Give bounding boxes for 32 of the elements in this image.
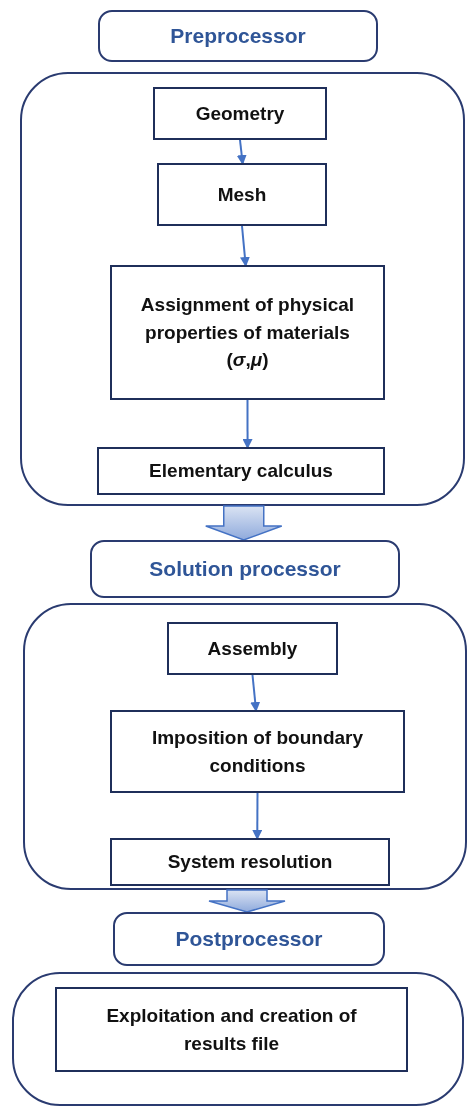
process-box xyxy=(167,622,338,675)
arrow xyxy=(239,225,250,267)
process-box xyxy=(153,87,327,140)
step-label: Elementary calculus xyxy=(149,459,333,484)
step-label: System resolution xyxy=(167,850,333,875)
step-label: Assignment of physical properties of materials (σ,μ) xyxy=(139,293,356,373)
step-label: Assembly xyxy=(207,636,298,661)
block-arrow xyxy=(205,505,283,541)
arrow xyxy=(252,792,263,840)
stage-panel xyxy=(12,972,464,1106)
stage-title: Postprocessor xyxy=(175,925,323,952)
stage-header xyxy=(113,912,385,966)
step-label: Imposition of boundary conditions xyxy=(150,725,365,778)
stage-panel xyxy=(20,72,465,506)
stage-title: Solution processor xyxy=(149,555,341,582)
stage-panel xyxy=(23,603,467,890)
block-arrow xyxy=(208,889,286,913)
arrow xyxy=(250,674,261,712)
process-box xyxy=(157,163,327,226)
process-box xyxy=(55,987,408,1072)
stage-header xyxy=(98,10,378,62)
process-box xyxy=(110,838,390,886)
step-label: Exploitation and creation of results file xyxy=(105,1003,358,1056)
process-box xyxy=(110,265,385,400)
process-box xyxy=(110,710,405,793)
arrow xyxy=(236,139,247,165)
process-box xyxy=(97,447,385,495)
step-label: Geometry xyxy=(195,101,285,126)
stage-header xyxy=(90,540,400,598)
arrow xyxy=(242,399,253,449)
step-label: Mesh xyxy=(217,182,267,207)
stage-title: Preprocessor xyxy=(170,22,306,49)
